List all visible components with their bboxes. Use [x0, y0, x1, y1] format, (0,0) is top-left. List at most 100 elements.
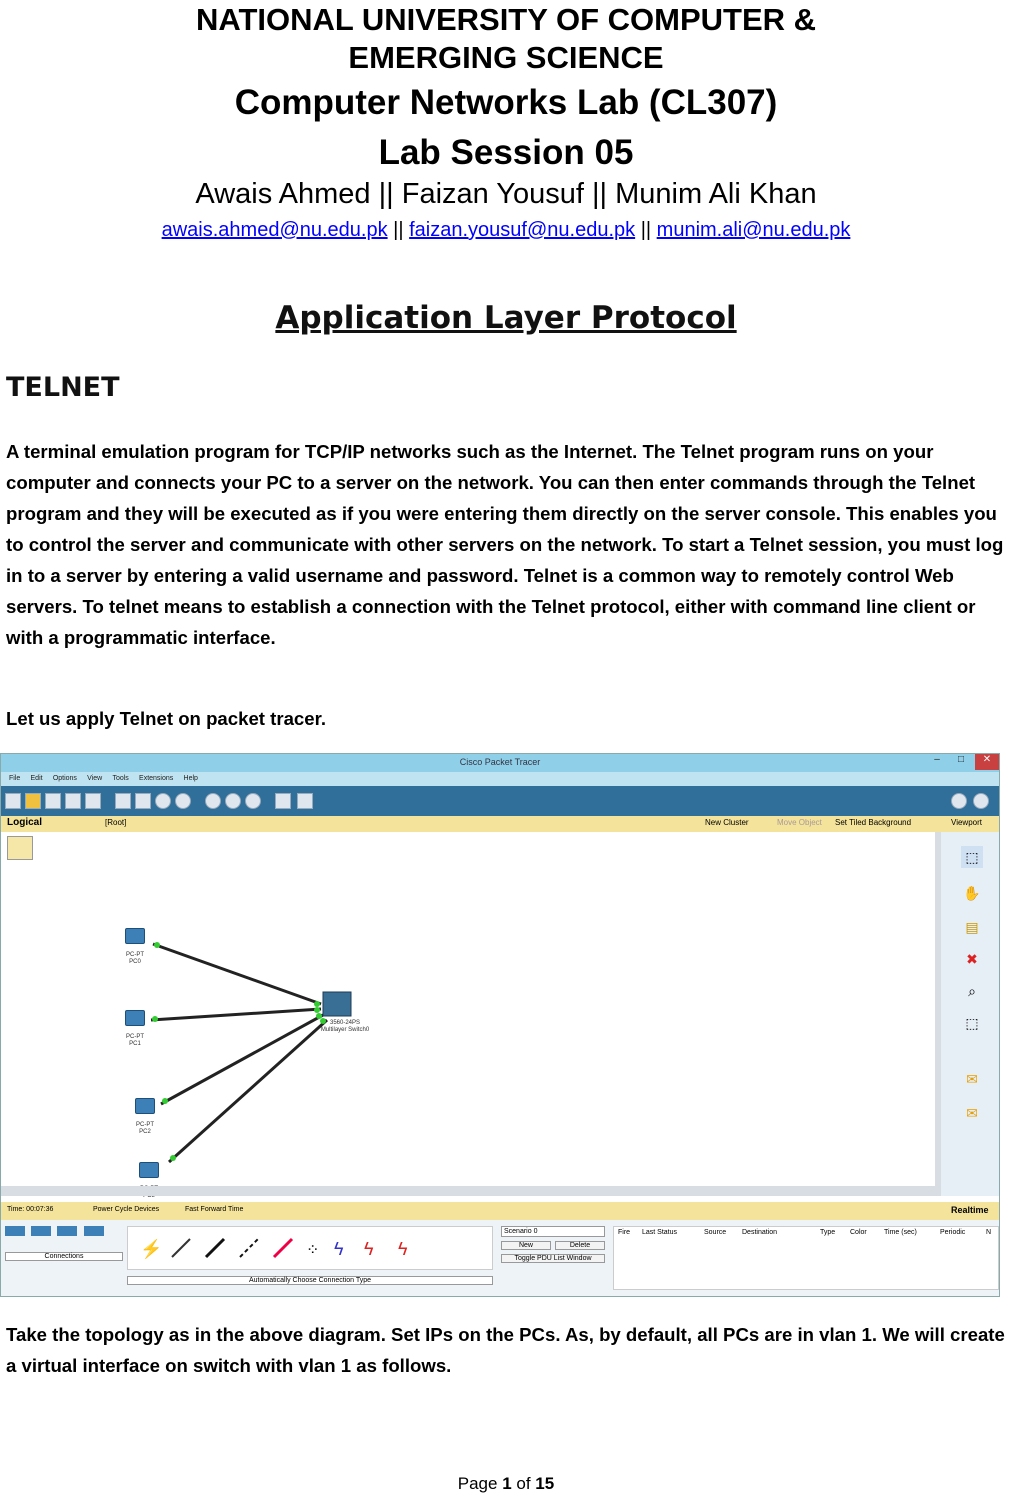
pc-icon[interactable]: [139, 1162, 159, 1178]
root-label: [Root]: [105, 818, 127, 827]
inspect-icon[interactable]: ⌕: [968, 983, 976, 999]
toggle-pdu-list-button[interactable]: Toggle PDU List Window: [501, 1254, 605, 1263]
realtime-tab[interactable]: Realtime: [951, 1205, 989, 1215]
switches-icon[interactable]: [31, 1226, 52, 1236]
logical-tab[interactable]: Logical: [7, 817, 43, 828]
menu-file[interactable]: File: [9, 775, 21, 782]
menu-edit[interactable]: Edit: [30, 775, 43, 782]
topology-instructions: Take the topology as in the above diagra…: [6, 1324, 1005, 1376]
back-navigation-icon[interactable]: [7, 836, 33, 860]
pdu-col-header: Last Status: [642, 1229, 678, 1236]
connections-category[interactable]: Connections: [5, 1252, 123, 1261]
set-tiled-background-button[interactable]: Set Tiled Background: [835, 818, 912, 827]
hand-icon[interactable]: ✋: [963, 885, 981, 901]
zoom-out-icon[interactable]: [245, 793, 261, 809]
save-icon[interactable]: [45, 793, 61, 809]
telnet-description: A terminal emulation program for TCP/IP …: [6, 441, 1004, 648]
title-bar: Cisco Packet Tracer – □ ✕: [1, 754, 999, 772]
routers-icon[interactable]: [5, 1226, 25, 1236]
phone-cable-icon: ⁘: [306, 1242, 319, 1259]
horizontal-scrollbar[interactable]: [1, 1186, 941, 1196]
menu-extensions[interactable]: Extensions: [139, 775, 174, 782]
zoom-reset-icon[interactable]: [225, 793, 241, 809]
section-title: Application Layer Protocol: [275, 300, 737, 336]
pc-icon[interactable]: [135, 1098, 155, 1114]
pc-icon[interactable]: [125, 1010, 145, 1026]
new-scenario-button[interactable]: New: [501, 1241, 551, 1250]
vertical-scrollbar[interactable]: [935, 832, 943, 1192]
connection-type-icons: ⚡ ⁘ ϟ ϟ ϟ: [140, 1237, 408, 1260]
viewport-button[interactable]: Viewport: [951, 818, 982, 827]
print-icon[interactable]: [65, 793, 81, 809]
menu-help[interactable]: Help: [183, 775, 198, 782]
menu-options[interactable]: Options: [52, 775, 77, 782]
email-link-2[interactable]: faizan.yousuf@nu.edu.pk: [409, 219, 636, 241]
straight-through-icon: [204, 1237, 226, 1259]
pdu-col-header: Destination: [742, 1229, 778, 1236]
scenario-panel: Scenario 0 New Delete Toggle PDU List Wi…: [501, 1226, 605, 1288]
auto-connection-label: Automatically Choose Connection Type: [127, 1276, 493, 1285]
help-icon[interactable]: [973, 793, 989, 809]
undo-icon[interactable]: [155, 793, 171, 809]
common-tools-bar: ⬚ ✋ ▤ ✖ ⌕ ⬚ ✉ ✉: [941, 832, 999, 1196]
connection-subcategory-icons[interactable]: [5, 1270, 121, 1288]
topology-diagram: [150, 942, 352, 1164]
new-file-icon[interactable]: [5, 793, 21, 809]
window-title: Cisco Packet Tracer: [459, 757, 541, 767]
paste-icon[interactable]: [135, 793, 151, 809]
auto-connection-icon: ⚡: [140, 1238, 162, 1260]
note-icon[interactable]: ▤: [965, 919, 979, 935]
close-icon[interactable]: ✕: [975, 754, 999, 770]
page-of: of: [511, 1474, 536, 1493]
copy-icon[interactable]: [115, 793, 131, 809]
zoom-in-icon[interactable]: [205, 793, 221, 809]
activity-wizard-icon[interactable]: [85, 793, 101, 809]
link-pc2-switch: [160, 1013, 324, 1106]
email-separator: ||: [387, 219, 410, 241]
pdu-col-header: Fire: [618, 1229, 631, 1236]
select-icon[interactable]: ⬚: [961, 846, 983, 868]
scenario-select[interactable]: Scenario 0: [501, 1226, 605, 1237]
delete-scenario-button[interactable]: Delete: [555, 1241, 605, 1250]
new-cluster-button[interactable]: New Cluster: [705, 818, 749, 827]
link-light: [316, 1013, 322, 1019]
email-link-1[interactable]: awais.ahmed@nu.edu.pk: [161, 219, 388, 241]
link-pc1-switch: [150, 1007, 322, 1022]
pdu-list-table: Fire Last Status Source Destination Type…: [613, 1226, 999, 1290]
course-title: Computer Networks Lab (CL307): [234, 83, 778, 122]
fiber-icon: [272, 1237, 294, 1259]
redo-icon[interactable]: [175, 793, 191, 809]
hubs-icon[interactable]: [57, 1226, 78, 1236]
menu-view[interactable]: View: [87, 775, 103, 782]
power-cycle-button[interactable]: Power Cycle Devices: [93, 1206, 160, 1213]
toolbar: [1, 786, 999, 816]
maximize-icon[interactable]: □: [957, 754, 965, 765]
link-light: [170, 1155, 176, 1161]
email-link-3[interactable]: munim.ali@nu.edu.pk: [656, 219, 851, 241]
open-folder-icon[interactable]: [25, 793, 41, 809]
delete-icon[interactable]: ✖: [966, 951, 978, 967]
page-total: 15: [535, 1474, 555, 1493]
fast-forward-button[interactable]: Fast Forward Time: [185, 1206, 244, 1213]
move-object-button[interactable]: Move Object: [777, 818, 822, 827]
add-simple-pdu-icon[interactable]: ✉: [966, 1071, 978, 1087]
add-complex-pdu-icon[interactable]: ✉: [966, 1105, 978, 1121]
drawing-palette-icon[interactable]: [275, 793, 291, 809]
pdu-col-header: N: [986, 1229, 992, 1236]
link-light: [314, 1001, 320, 1007]
resize-shape-icon[interactable]: ⬚: [965, 1015, 979, 1031]
pc-icon[interactable]: [125, 928, 145, 944]
menu-tools[interactable]: Tools: [112, 775, 129, 782]
custom-devices-icon[interactable]: [297, 793, 313, 809]
time-bar: Time: 00:07:36 Power Cycle Devices Fast …: [1, 1202, 999, 1220]
wireless-icon[interactable]: [83, 1226, 104, 1236]
pdu-col-header: Periodic: [940, 1229, 966, 1236]
minimize-icon[interactable]: –: [934, 754, 940, 765]
instruction-text: Let us apply Telnet on packet tracer.: [6, 708, 326, 729]
link-light: [314, 1007, 320, 1013]
pdu-col-header: Type: [820, 1229, 836, 1236]
info-icon[interactable]: [951, 793, 967, 809]
packet-tracer-screenshot: Cisco Packet Tracer – □ ✕ File Edit Opti…: [0, 753, 1000, 1297]
